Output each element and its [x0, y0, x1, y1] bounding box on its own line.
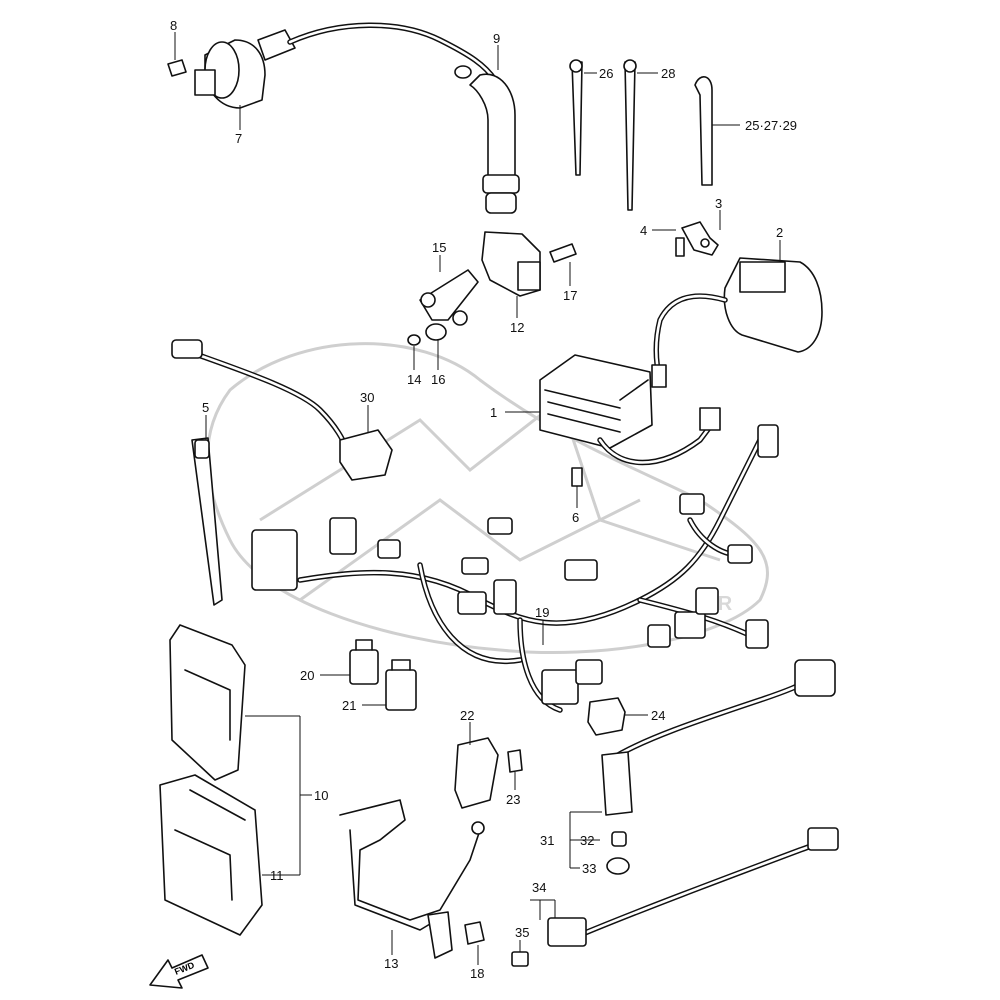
- label-35: 35: [515, 925, 529, 940]
- label-30: 30: [360, 390, 374, 405]
- bracket-13: [339, 799, 485, 959]
- label-8: 8: [170, 18, 177, 33]
- part-24: [587, 697, 626, 736]
- cable-tie-5: [191, 437, 223, 606]
- ecu-unit: [159, 624, 263, 936]
- label-1: 1: [490, 405, 497, 420]
- label-5: 5: [202, 400, 209, 415]
- leader-lines: [174, 32, 781, 965]
- label-28: 28: [661, 66, 675, 81]
- label-11: 11: [270, 868, 284, 883]
- label-15: 15: [432, 240, 446, 255]
- sub-harness-34: [511, 827, 839, 967]
- label-14: 14: [407, 372, 421, 387]
- label-25-27-29: 25·27·29: [745, 118, 797, 133]
- main-wiring-harness: [251, 424, 779, 713]
- label-31: 31: [540, 833, 554, 848]
- part-labels: 8 7 9 26 28 25·27·29 3 2 4 15 17 12 14 1…: [170, 18, 797, 981]
- label-34: 34: [532, 880, 546, 895]
- label-2: 2: [776, 225, 783, 240]
- label-17: 17: [563, 288, 577, 303]
- bracket-22: [454, 737, 523, 809]
- label-12: 12: [510, 320, 524, 335]
- label-4: 4: [640, 223, 647, 238]
- label-10: 10: [314, 788, 328, 803]
- relay-assembly: [407, 231, 577, 346]
- label-18: 18: [470, 966, 484, 981]
- label-13: 13: [384, 956, 398, 971]
- label-23: 23: [506, 792, 520, 807]
- label-24: 24: [651, 708, 665, 723]
- relays-20-21: [349, 639, 417, 711]
- cable-ties-top: [569, 59, 713, 211]
- label-21: 21: [342, 698, 356, 713]
- sensor-30: [171, 339, 393, 481]
- label-26: 26: [599, 66, 613, 81]
- spark-plug-cap: [454, 65, 520, 214]
- label-33: 33: [582, 861, 596, 876]
- label-32: 32: [580, 833, 594, 848]
- label-16: 16: [431, 372, 445, 387]
- label-6: 6: [572, 510, 579, 525]
- label-9: 9: [493, 31, 500, 46]
- label-20: 20: [300, 668, 314, 683]
- fwd-arrow: FWD: [149, 954, 209, 989]
- regulator-rectifier: [539, 354, 721, 487]
- label-19: 19: [535, 605, 549, 620]
- label-22: 22: [460, 708, 474, 723]
- ignition-coil: [167, 22, 498, 109]
- plug-cap-31: [601, 659, 836, 875]
- label-3: 3: [715, 196, 722, 211]
- label-7: 7: [235, 131, 242, 146]
- starter-relay: [651, 221, 823, 388]
